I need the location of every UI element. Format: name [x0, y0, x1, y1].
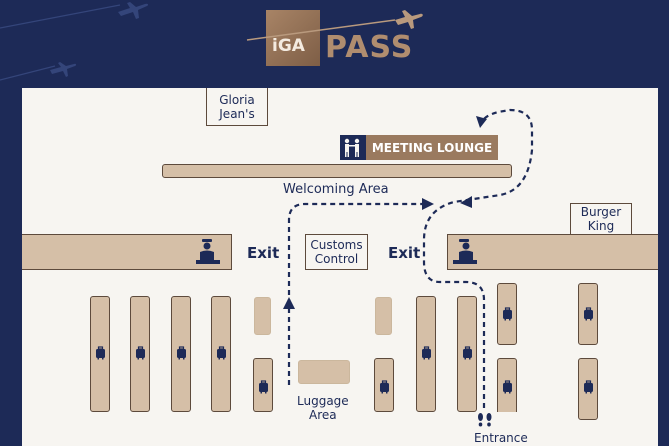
customs-control-box: Customs Control: [305, 234, 368, 270]
logo-word: PASS: [325, 30, 414, 65]
airplane-icon: [118, 2, 149, 19]
officer-icon: [196, 239, 220, 264]
officer-icon: [453, 239, 477, 264]
route-luggage-to-welcome: [287, 202, 425, 385]
luggage-area-pad: [298, 360, 350, 384]
arrow-left-icon: [460, 196, 472, 208]
meeting-lounge-label: MEETING LOUNGE: [366, 135, 498, 160]
contrails-decoration: [0, 2, 149, 81]
meeting-people-icon: [340, 135, 366, 160]
right-passport-desk: [447, 234, 658, 270]
route-entrance-to-lounge: [422, 108, 534, 408]
arrow-up-icon: [283, 297, 295, 309]
airplane-icon: [246, 10, 423, 41]
logo-badge: [266, 10, 320, 66]
brand-logo: iGA PASS: [245, 6, 425, 66]
footprints-icon: [478, 413, 492, 427]
exit-left-label: Exit: [247, 244, 280, 262]
welcoming-area-label: Welcoming Area: [283, 182, 389, 197]
gloria-jeans-shop: Gloria Jean's: [206, 88, 268, 126]
arrow-right-icon: [422, 198, 434, 210]
meeting-lounge-sign: MEETING LOUNGE: [340, 135, 498, 160]
arrow-down-icon: [476, 116, 487, 128]
welcoming-barrier: [162, 164, 512, 178]
luggage-area-label: Luggage Area: [297, 394, 349, 422]
entrance-gap: [462, 412, 530, 446]
exit-right-label: Exit: [388, 244, 421, 262]
burger-king-shop: Burger King: [570, 203, 632, 235]
entrance-label: Entrance: [474, 431, 528, 445]
floor-pad-right: [375, 297, 392, 335]
floor-pad-left: [254, 297, 271, 335]
logo-text: iGA: [272, 36, 305, 56]
airplane-icon: [50, 62, 77, 77]
